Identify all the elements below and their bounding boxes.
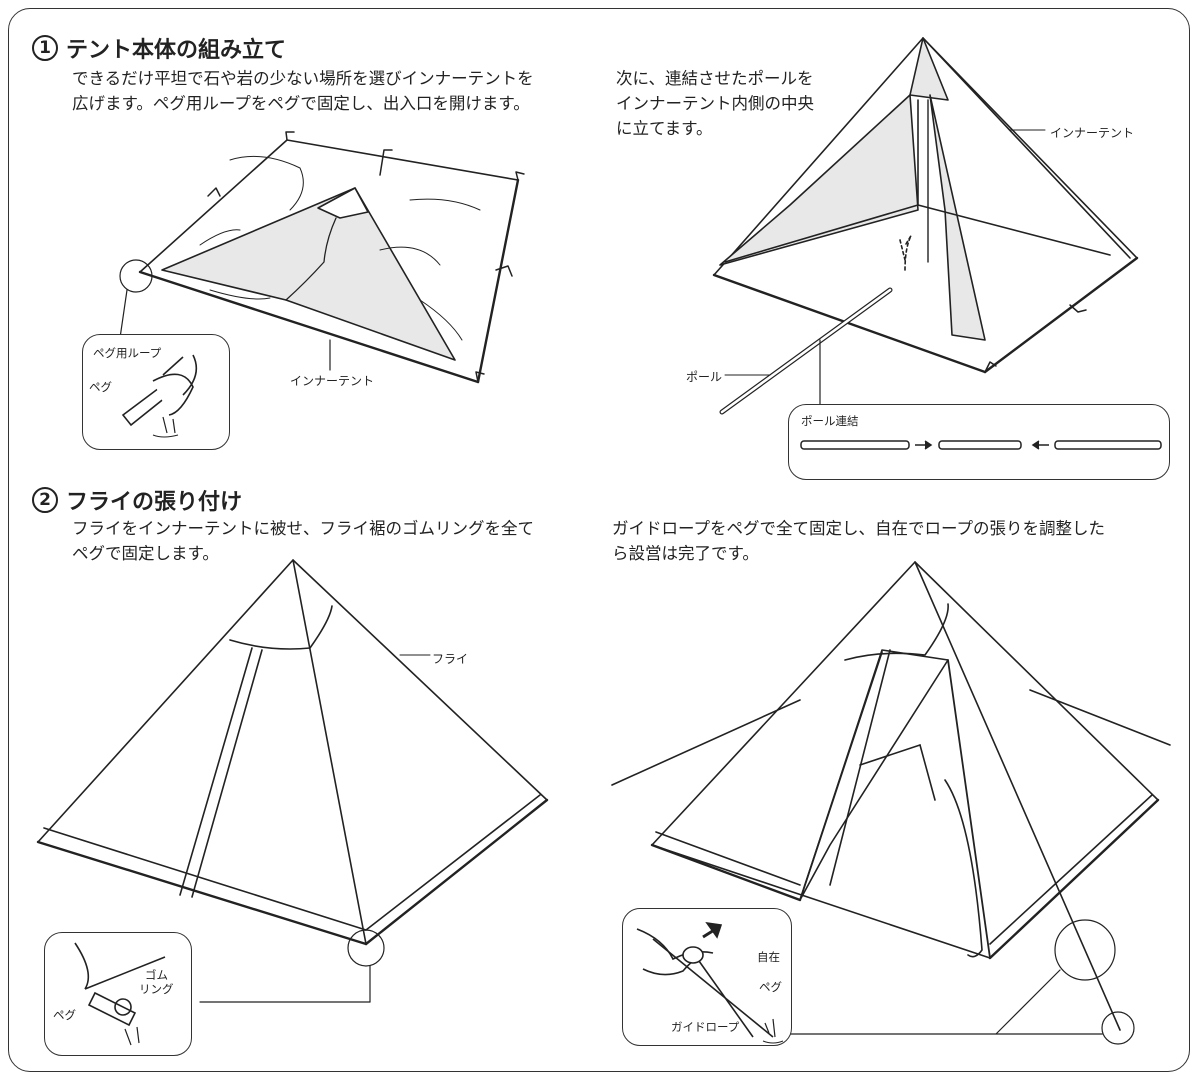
instruction-frame	[8, 8, 1190, 1072]
inner-tent-label-1: インナーテント	[290, 374, 375, 388]
peg-label-1: ペグ	[89, 380, 112, 394]
step-2-guy-desc: ガイドロープをペグで全て固定し、自在でロープの張りを調整した ら設営は完了です。	[612, 516, 1105, 566]
step-1-pole-desc: 次に、連結させたポールを インナーテント内側の中央 に立てます。	[616, 66, 814, 141]
step-1-title: 1 テント本体の組み立て	[32, 32, 286, 64]
step-2-guy-desc-line-1: ガイドロープをペグで全て固定し、自在でロープの張りを調整した	[612, 519, 1106, 538]
peg-label-2: ペグ	[53, 1008, 76, 1022]
pole-label: ポール	[686, 370, 723, 384]
step-1-title-text: テント本体の組み立て	[66, 38, 287, 63]
peg-label-3: ペグ	[759, 980, 782, 994]
jizai-label: 自在	[757, 950, 780, 964]
step-2-title-text: フライの張り付け	[66, 490, 243, 515]
finished-tent-drawing	[611, 561, 1171, 1045]
step-1-pole-desc-line-1: 次に、連結させたポールを	[616, 69, 814, 88]
step-1-pole-desc-line-3: に立てます。	[616, 119, 713, 138]
inner-tent-label-2: インナーテント	[1050, 126, 1135, 140]
pole-connect-drawing	[800, 440, 1162, 450]
pole-connect-inset: ポール連結	[788, 404, 1170, 480]
guy-rope-inset: 自在 ペグ ガイドロープ	[622, 908, 792, 1046]
peg-loop-label: ペグ用ループ	[93, 346, 162, 360]
step-1-desc-line-2: 広げます。ペグ用ループをペグで固定し、出入口を開けます。	[72, 94, 530, 113]
rubber-ring-inset: ゴム リング ペグ	[44, 932, 192, 1056]
step-2-guy-desc-line-2: ら設営は完了です。	[612, 544, 759, 563]
guy-rope-label: ガイドロープ	[671, 1020, 740, 1034]
peg-loop-detail-drawing	[121, 354, 198, 438]
step-2-desc-line-1: フライをインナーテントに被せ、フライ裾のゴムリングを全て	[72, 519, 534, 538]
fly-tent-drawing	[36, 559, 549, 1003]
guy-rope-detail-drawing	[636, 921, 784, 1044]
rubber-ring-label-line-2: リング	[139, 982, 174, 996]
step-2-desc: フライをインナーテントに被せ、フライ裾のゴムリングを全て ペグで固定します。	[72, 516, 534, 566]
fly-label: フライ	[432, 652, 469, 666]
step-1-desc: できるだけ平坦で石や岩の少ない場所を選びインナーテントを 広げます。ペグ用ループ…	[72, 66, 534, 116]
step-2-title: 2 フライの張り付け	[32, 484, 242, 516]
inner-tent-spread-drawing	[119, 131, 525, 384]
pole-connect-label: ポール連結	[801, 414, 859, 428]
step-2-desc-line-2: ペグで固定します。	[72, 544, 219, 563]
rubber-ring-label-line-1: ゴム	[145, 968, 168, 982]
inner-tent-standing-drawing	[712, 37, 1139, 415]
step-2-number: 2	[32, 487, 58, 513]
step-1-desc-line-1: できるだけ平坦で石や岩の少ない場所を選びインナーテントを	[72, 69, 534, 88]
step-1-pole-desc-line-2: インナーテント内側の中央	[616, 94, 814, 113]
rubber-ring-detail-drawing	[74, 942, 166, 1046]
step-1-number: 1	[32, 35, 58, 61]
peg-loop-inset: ペグ用ループ ペグ	[82, 334, 230, 450]
